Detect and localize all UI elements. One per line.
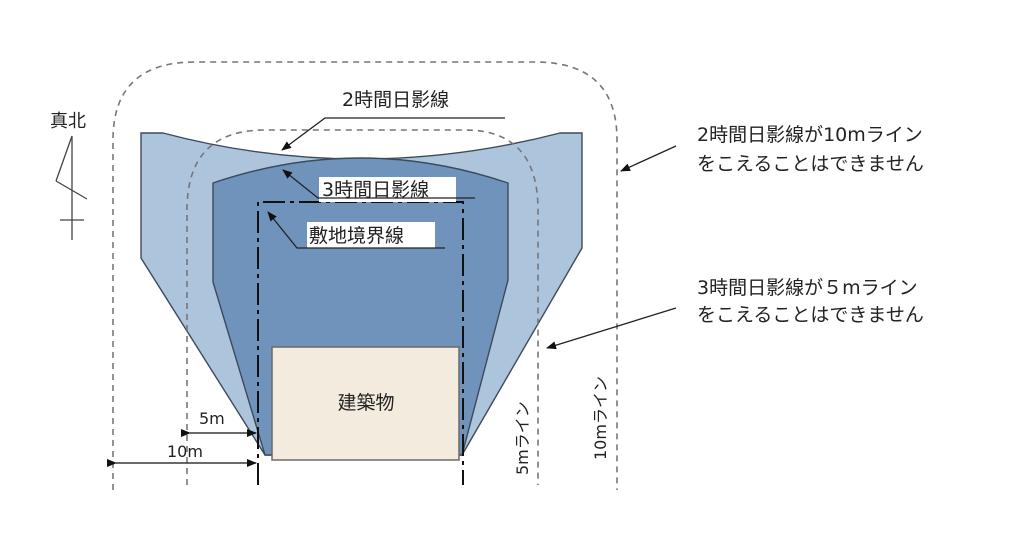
- note-3h-arrow: [546, 307, 677, 350]
- note-3h-line2: をこえることはできません: [697, 304, 924, 326]
- dimension-5m-label: 5m: [199, 409, 225, 428]
- note-2h-arrow: [620, 145, 677, 172]
- true-north-label: 真北: [50, 111, 86, 132]
- building-label: 建築物: [337, 392, 394, 414]
- 5m-line-boundary: [186, 129, 539, 485]
- shadow-2h-leader: [281, 117, 505, 151]
- building: [271, 346, 460, 461]
- note-3h-line1: 3時間日影線が５mライン: [697, 277, 918, 299]
- site-boundary-line: [257, 201, 464, 485]
- shadow-3h-leader: [282, 169, 475, 199]
- dimension-10m-label: 10m: [167, 442, 203, 461]
- note-2h-line2: をこえることはできません: [697, 153, 924, 175]
- site-boundary-label-bg: [307, 222, 435, 248]
- 5m-line-label: 5mライン: [513, 401, 532, 475]
- site-boundary-label: 敷地境界線: [309, 225, 404, 247]
- 10m-line-label: 10mライン: [591, 376, 610, 460]
- shadow-3h-label: 3時間日影線: [322, 179, 429, 201]
- site-boundary-leader: [267, 211, 445, 249]
- shadow-2h-label: 2時間日影線: [342, 89, 449, 111]
- note-2h-line1: 2時間日影線が10mライン: [697, 124, 923, 146]
- 10m-line-boundary: [112, 61, 618, 490]
- north-arrow-icon: [55, 135, 88, 240]
